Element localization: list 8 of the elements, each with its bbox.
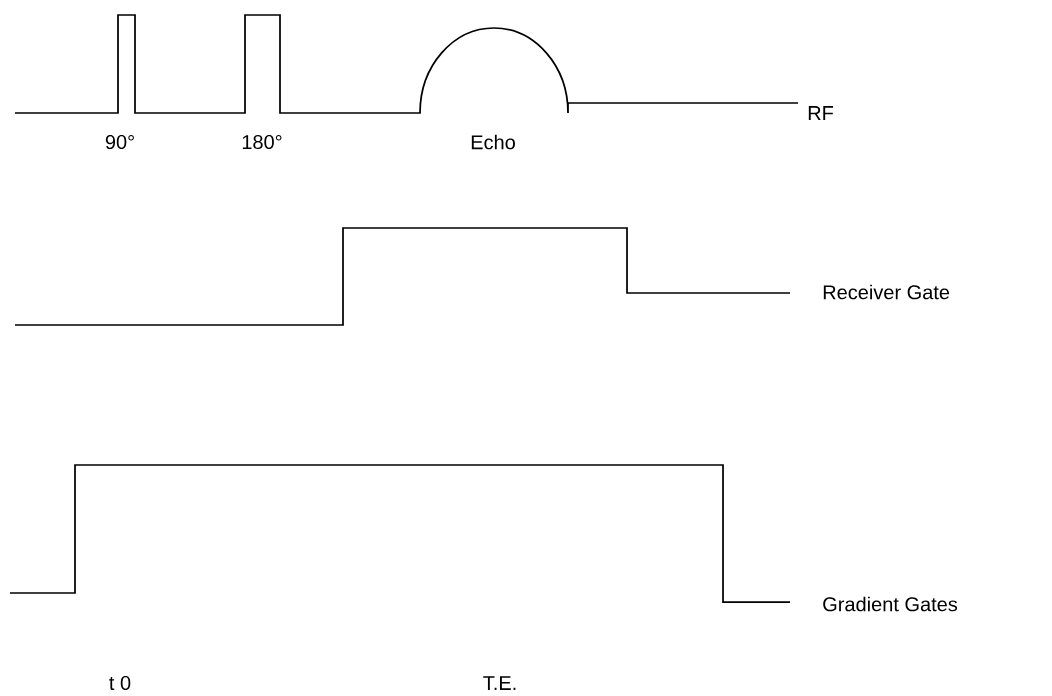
signal-label: Echo [471, 134, 515, 150]
signal-label: T.E. [483, 676, 516, 690]
signal-label: 90° [105, 134, 134, 150]
signal-label: t 0 [109, 675, 131, 691]
signal-label: 180° [242, 134, 282, 150]
signal-label: Gradient Gates [823, 596, 958, 612]
signal-label: RF [808, 106, 834, 120]
signal-label: Receiver Gate [823, 284, 950, 300]
